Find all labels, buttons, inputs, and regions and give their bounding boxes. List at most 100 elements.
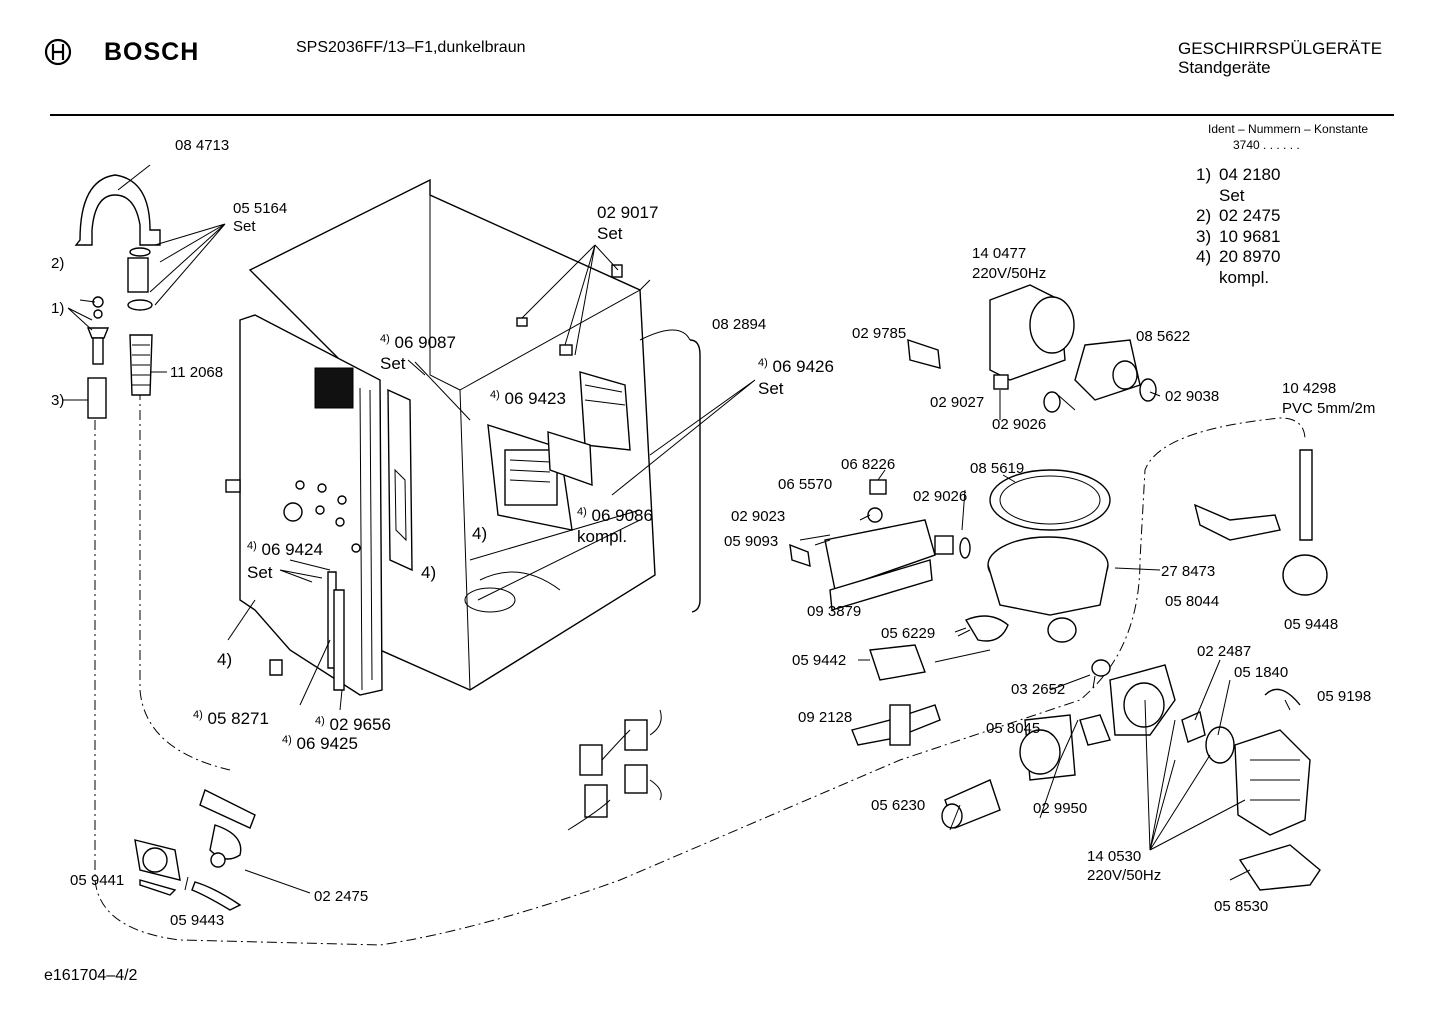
label-140530-voltage: 220V/50Hz	[1087, 867, 1162, 884]
label-140530: 14 0530	[1087, 848, 1142, 865]
footnote-marker: 4)	[577, 506, 587, 518]
label-069425: 4) 06 9425	[282, 734, 358, 753]
label-059442: 05 9442	[792, 652, 847, 669]
label-069426-set: Set	[758, 379, 784, 398]
label-069086-number: 06 9086	[591, 506, 653, 525]
label-029017: 02 9017	[597, 203, 659, 222]
label-069423: 4) 06 9423	[490, 389, 566, 408]
label-029656-number: 02 9656	[329, 715, 391, 734]
rinse-aid-icon	[547, 371, 631, 487]
label-069086: 4) 06 9086	[577, 506, 653, 525]
label-085619: 08 5619	[970, 460, 1025, 477]
label-029027: 02 9027	[930, 394, 985, 411]
label-104298-spec: PVC 5mm/2m	[1282, 400, 1376, 417]
note-key-2: 2)	[1196, 206, 1212, 225]
label-092128: 09 2128	[798, 709, 853, 726]
category-title: GESCHIRRSPÜLGERÄTE	[1178, 39, 1383, 58]
bosch-logo-icon	[44, 38, 72, 66]
pressure-switch-icon	[1193, 449, 1328, 596]
header-divider	[50, 114, 1394, 116]
label-058044: 05 8044	[1165, 593, 1220, 610]
note-key-1: 1)	[1196, 165, 1212, 184]
label-029656: 4) 02 9656	[315, 715, 391, 734]
footnote-marker: 4)	[490, 389, 500, 401]
model-title: SPS2036FF/13–F1,dunkelbraun	[296, 39, 526, 56]
aquastop-hose-icon	[199, 789, 256, 829]
label-022487: 02 2487	[1197, 643, 1252, 660]
label-029017-set: Set	[597, 224, 623, 243]
motor-cover-icon	[1238, 844, 1321, 891]
note-number-3: 10 9681	[1219, 227, 1281, 246]
note-extra-4: kompl.	[1219, 268, 1270, 287]
label-069426-number: 06 9426	[772, 357, 834, 376]
label-065570: 06 5570	[778, 476, 833, 493]
marker-2: 2)	[51, 255, 65, 272]
label-055164-set: Set	[233, 218, 256, 235]
label-051840: 05 1840	[1234, 664, 1289, 681]
label-093879: 09 3879	[807, 603, 862, 620]
sump-icon	[987, 469, 1111, 643]
label-022475: 02 2475	[314, 888, 369, 905]
label-058530: 05 8530	[1214, 898, 1269, 915]
label-056230: 05 6230	[871, 797, 926, 814]
label-059441: 05 9441	[70, 872, 125, 889]
door-panel-icon	[225, 314, 383, 696]
label-059448: 05 9448	[1284, 616, 1339, 633]
note-extra-1: Set	[1219, 186, 1245, 205]
label-069087: 4) 06 9087	[380, 333, 456, 352]
note-number-4: 20 8970	[1219, 247, 1281, 266]
footnote-marker: 4)	[282, 734, 292, 746]
note-key-4: 4)	[1196, 247, 1212, 266]
label-058271-number: 05 8271	[207, 709, 269, 728]
label-058271: 4) 05 8271	[193, 709, 269, 728]
label-032652: 03 2652	[1011, 681, 1066, 698]
label-112068: 11 2068	[170, 364, 224, 381]
subcategory-title: Standgeräte	[1178, 58, 1271, 77]
label-069425-number: 06 9425	[296, 734, 358, 753]
marker-3: 3)	[51, 392, 65, 409]
inlet-valve-icon	[134, 839, 181, 896]
brand-name: BOSCH	[104, 38, 200, 66]
elbow-hose-icon	[964, 615, 1009, 642]
label-029023: 02 9023	[731, 508, 786, 525]
label-140477: 14 0477	[972, 245, 1027, 262]
note-key-3: 3)	[1196, 227, 1212, 246]
softener-icon	[824, 479, 954, 611]
level-switch-icon	[907, 338, 941, 369]
label-059198: 05 9198	[1317, 688, 1372, 705]
label-069426: 4) 06 9426	[758, 357, 834, 376]
label-029026-b: 02 9026	[913, 488, 968, 505]
hose-bracket-icon	[74, 174, 161, 246]
hose-pipe-icon	[689, 339, 701, 613]
label-059443: 05 9443	[170, 912, 225, 929]
label-069423-number: 06 9423	[504, 389, 566, 408]
hose-sleeve-icon	[127, 257, 149, 293]
footnote-marker: 4)	[380, 333, 390, 345]
label-029026-a: 02 9026	[992, 416, 1047, 433]
inlet-hose-icon	[87, 377, 107, 419]
label-029785: 02 9785	[852, 325, 907, 342]
label-069086-kompl: kompl.	[577, 527, 628, 546]
label-069424-set: Set	[247, 563, 273, 582]
document-id: e161704–4/2	[44, 967, 138, 984]
label-069424-number: 06 9424	[261, 540, 323, 559]
note-number-1: 04 2180	[1219, 165, 1281, 184]
marker-4-c: 4)	[217, 650, 233, 669]
switch-icon	[269, 659, 283, 676]
label-278473: 27 8473	[1161, 563, 1216, 580]
marker-4-a: 4)	[472, 524, 488, 543]
label-029038: 02 9038	[1165, 388, 1220, 405]
label-055164: 05 5164	[233, 200, 288, 217]
ident-title: Ident – Nummern – Konstante	[1208, 122, 1369, 136]
footnote-marker: 4)	[193, 709, 203, 721]
marker-1: 1)	[51, 300, 65, 317]
label-140477-voltage: 220V/50Hz	[972, 265, 1047, 282]
circulation-pump-icon	[1181, 688, 1311, 836]
drain-trap-icon	[851, 644, 941, 746]
ident-constant: 3740 . . . . . .	[1233, 138, 1300, 152]
dishwasher-tub-icon	[248, 178, 656, 691]
label-069424: 4) 06 9424	[247, 540, 323, 559]
footnote-marker: 4)	[247, 540, 257, 552]
label-069087-set: Set	[380, 354, 406, 373]
